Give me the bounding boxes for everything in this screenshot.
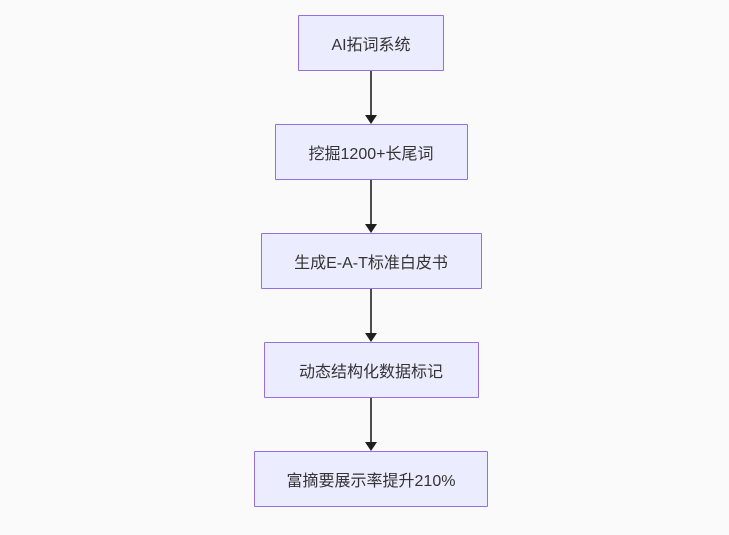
arrowhead-down-icon: [365, 115, 377, 124]
flow-node-label: 动态结构化数据标记: [298, 364, 443, 381]
flow-arrow-4: [365, 398, 377, 451]
arrow-line: [370, 289, 372, 333]
flow-node-eat-whitepaper: 生成E-A-T标准白皮书: [260, 233, 482, 289]
flowchart: AI拓词系统 挖掘1200+长尾词 生成E-A-T标准白皮书 动态结构化数据标记…: [254, 15, 488, 507]
arrowhead-down-icon: [365, 333, 377, 342]
arrowhead-down-icon: [365, 442, 377, 451]
flow-arrow-3: [365, 289, 377, 342]
arrow-line: [370, 180, 372, 224]
arrow-line: [370, 398, 372, 442]
flow-node-label: 富摘要展示率提升210%: [286, 473, 456, 490]
flow-node-ai-keyword-system: AI拓词系统: [298, 15, 444, 71]
flow-node-longtail-mining: 挖掘1200+长尾词: [274, 124, 468, 180]
flow-node-label: 生成E-A-T标准白皮书: [294, 255, 448, 272]
flow-node-structured-data: 动态结构化数据标记: [263, 342, 479, 398]
arrow-line: [370, 71, 372, 115]
flow-arrow-1: [365, 71, 377, 124]
flow-node-label: AI拓词系统: [331, 37, 411, 54]
flow-node-label: 挖掘1200+长尾词: [308, 146, 434, 163]
flow-arrow-2: [365, 180, 377, 233]
flow-node-rich-snippet-result: 富摘要展示率提升210%: [254, 451, 488, 507]
arrowhead-down-icon: [365, 224, 377, 233]
